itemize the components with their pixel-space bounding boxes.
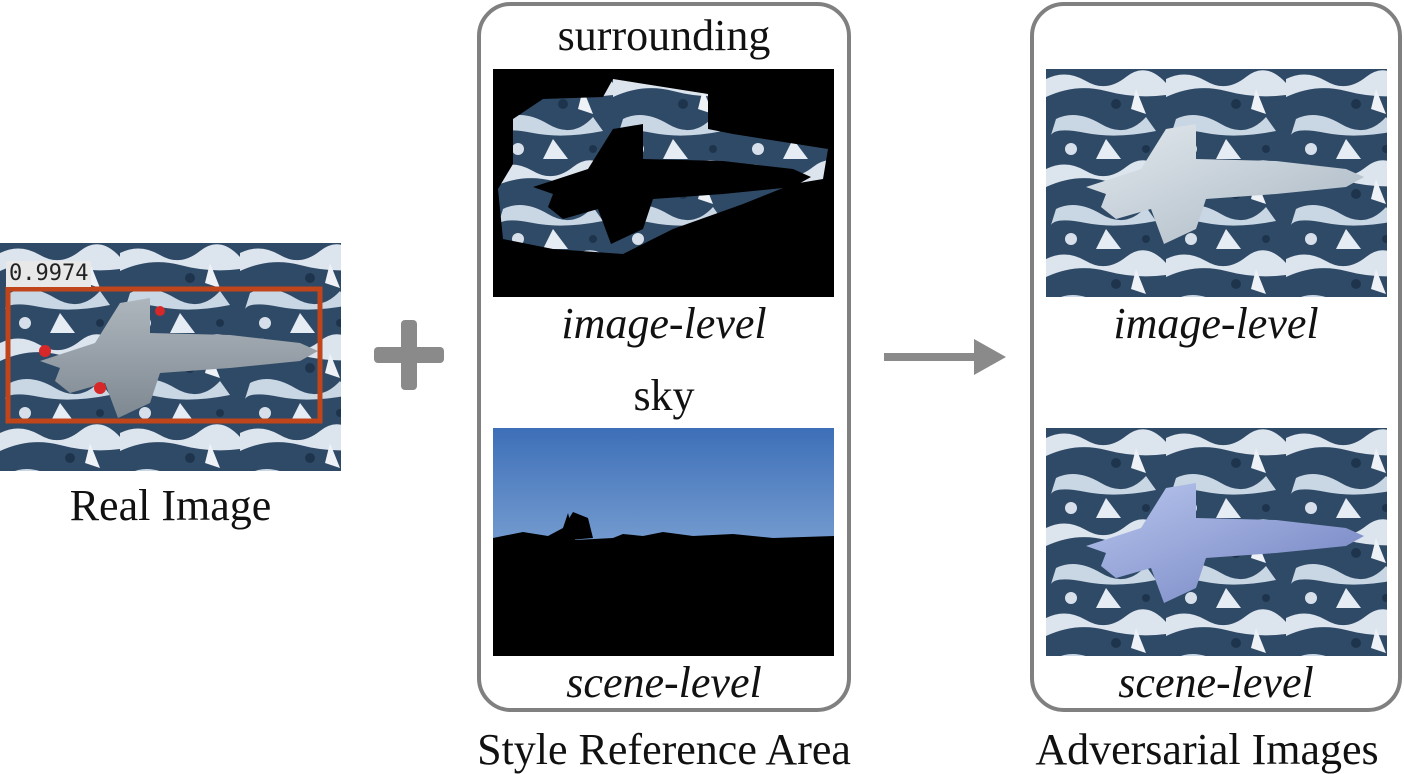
adversarial-level-scene: scene-level xyxy=(1118,658,1314,707)
real-image-caption: Real Image xyxy=(69,481,272,530)
style-reference-panel xyxy=(477,2,851,712)
style-reference-caption: Style Reference Area xyxy=(477,725,851,774)
adversarial-scene-level xyxy=(1046,428,1387,656)
plus-icon xyxy=(374,320,444,390)
style-level-scene: scene-level xyxy=(566,658,762,707)
style-label-sky: sky xyxy=(633,371,695,420)
surrounding-style-image xyxy=(493,69,834,297)
adversarial-image-level xyxy=(1046,69,1387,297)
arrow-right-icon xyxy=(884,337,1008,377)
sky-style-image xyxy=(493,428,834,656)
style-label-surrounding: surrounding xyxy=(557,11,771,60)
detection-box xyxy=(5,286,323,424)
real-image: 0.9974 xyxy=(0,243,341,471)
adversarial-level-image: image-level xyxy=(1113,299,1319,348)
adversarial-caption: Adversarial Images xyxy=(1035,725,1379,774)
style-level-image: image-level xyxy=(561,299,767,348)
detection-score: 0.9974 xyxy=(6,261,92,287)
adversarial-panel xyxy=(1030,2,1402,712)
